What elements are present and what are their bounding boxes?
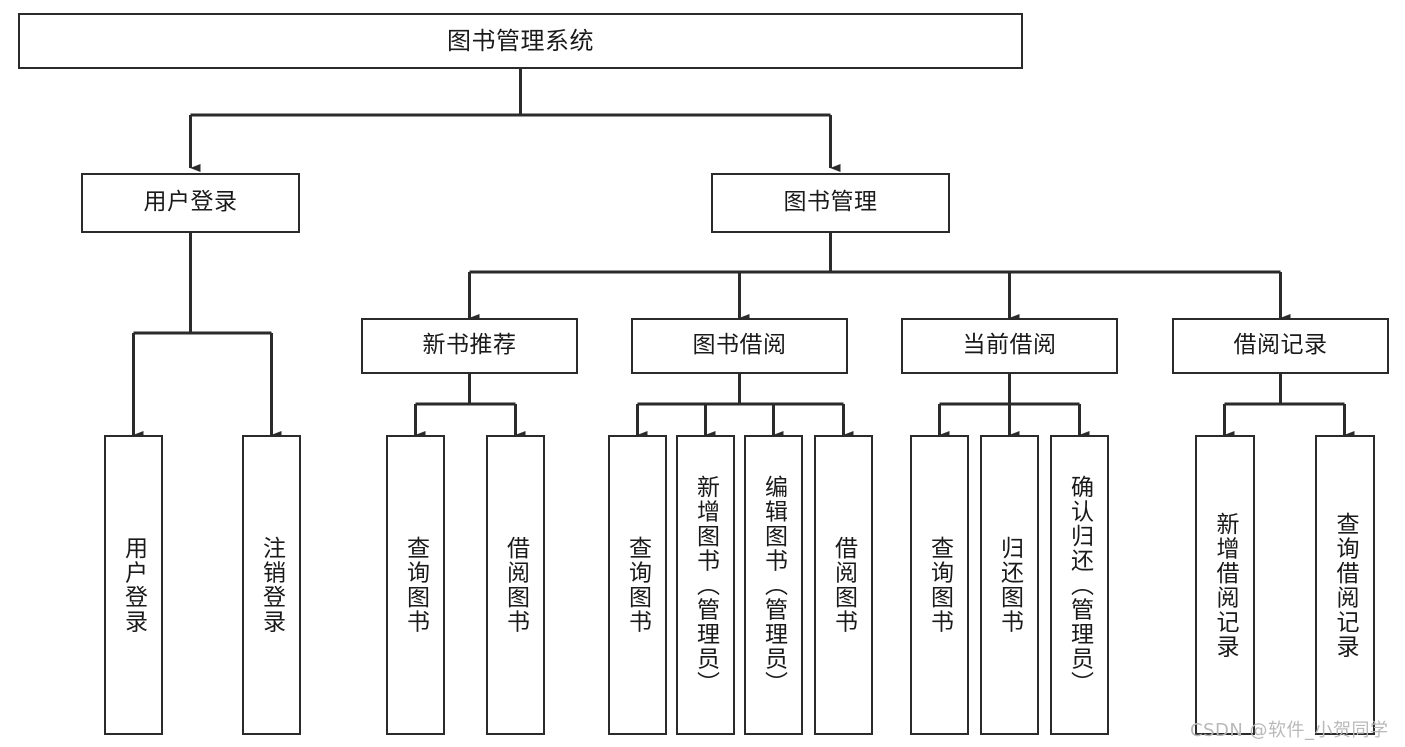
- node-label: 图书管理: [783, 189, 878, 216]
- node-label: 图书管理系统: [447, 26, 594, 55]
- leaf-book-borrow-borrow[interactable]: 借阅图书: [814, 435, 873, 735]
- leaf-book-borrow-edit[interactable]: 编辑图书（管理员）: [744, 435, 803, 735]
- node-label: 借阅图书: [830, 536, 857, 634]
- leaf-borrow-record-add[interactable]: 新增借阅记录: [1195, 435, 1255, 735]
- node-label: 编辑图书（管理员）: [760, 474, 787, 696]
- node-user-login[interactable]: 用户登录: [81, 173, 300, 233]
- node-label: 当前借阅: [962, 332, 1057, 359]
- node-label: 新增借阅记录: [1212, 511, 1239, 659]
- leaf-borrow-record-query[interactable]: 查询借阅记录: [1315, 435, 1375, 735]
- node-label: 查询图书: [402, 536, 429, 634]
- node-label: 图书借阅: [692, 332, 787, 359]
- leaf-book-borrow-add[interactable]: 新增图书（管理员）: [676, 435, 735, 735]
- node-new-book-recommend[interactable]: 新书推荐: [361, 318, 578, 374]
- node-label: 用户登录: [120, 536, 147, 634]
- node-current-borrow[interactable]: 当前借阅: [901, 318, 1118, 374]
- leaf-book-borrow-query[interactable]: 查询图书: [608, 435, 667, 735]
- node-book-management[interactable]: 图书管理: [711, 173, 950, 233]
- node-label: 归还图书: [996, 536, 1023, 634]
- node-label: 查询图书: [926, 536, 953, 634]
- leaf-user-login-logout[interactable]: 注销登录: [242, 435, 301, 735]
- leaf-new-book-borrow[interactable]: 借阅图书: [486, 435, 545, 735]
- node-root-book-management-system[interactable]: 图书管理系统: [18, 13, 1023, 69]
- node-label: 借阅记录: [1233, 332, 1328, 359]
- leaf-user-login-login[interactable]: 用户登录: [104, 435, 163, 735]
- node-label: 用户登录: [143, 189, 238, 216]
- node-book-borrow[interactable]: 图书借阅: [631, 318, 848, 374]
- node-label: 注销登录: [258, 536, 285, 634]
- node-label: 借阅图书: [502, 536, 529, 634]
- node-label: 新增图书（管理员）: [692, 474, 719, 696]
- leaf-new-book-query[interactable]: 查询图书: [386, 435, 445, 735]
- node-borrow-record[interactable]: 借阅记录: [1172, 318, 1389, 374]
- leaf-current-borrow-confirm-return[interactable]: 确认归还（管理员）: [1050, 435, 1109, 735]
- leaf-current-borrow-return[interactable]: 归还图书: [980, 435, 1039, 735]
- node-label: 查询借阅记录: [1332, 511, 1359, 659]
- node-label: 确认归还（管理员）: [1066, 474, 1093, 696]
- node-label: 新书推荐: [422, 332, 517, 359]
- leaf-current-borrow-query[interactable]: 查询图书: [910, 435, 969, 735]
- node-label: 查询图书: [624, 536, 651, 634]
